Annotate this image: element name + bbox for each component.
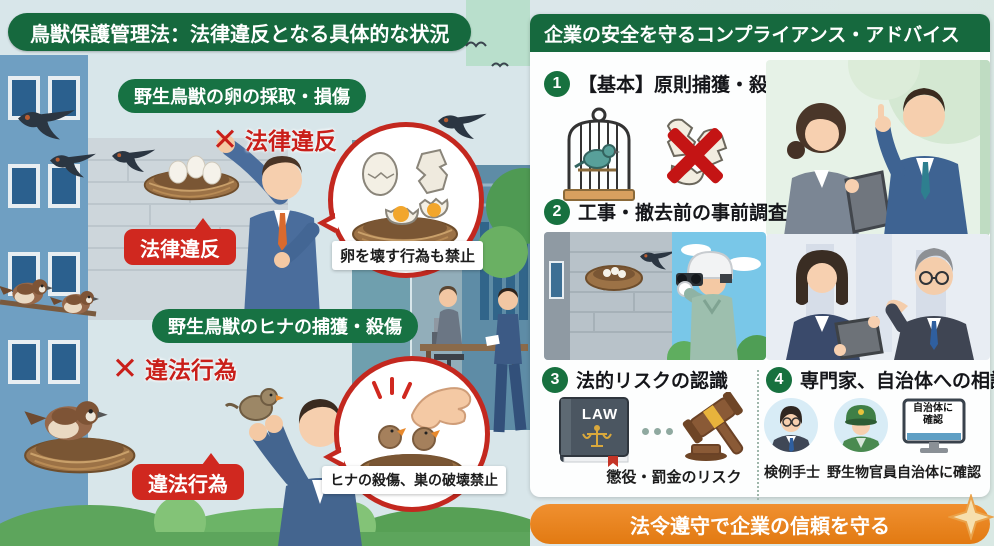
- sparrows-on-branch: [0, 279, 99, 317]
- section1-violation-row: ✕ 法律違反: [212, 122, 337, 156]
- screen-line2: 確認: [923, 415, 943, 426]
- consultant3-label: 自治体に確認: [897, 464, 981, 480]
- gavel-icon: [682, 392, 744, 461]
- man-pointing-up: [875, 88, 968, 236]
- pre-construction-survey-illustration: [544, 232, 766, 360]
- section1-callout-caption: 卵を壊す行為も禁止: [332, 241, 484, 270]
- section1-heading: 野生鳥獣の卵の採取・損傷: [118, 79, 366, 113]
- consultation-pair-illustration: [766, 234, 990, 360]
- item2-heading: 工事・撤去前の事前調査: [578, 203, 788, 224]
- consultant1-label: 検例手士: [764, 464, 820, 480]
- monitor-check-icon: 自治体に 確認: [902, 398, 966, 456]
- law-book-label: LAW: [581, 406, 619, 423]
- item3-number-badge: 3: [542, 366, 568, 393]
- section2-violation-label: 違法行為: [144, 357, 237, 383]
- item4-number-badge: 4: [766, 366, 792, 393]
- broken-eggs-prohibited-icon: [666, 118, 728, 186]
- left-panel-title: 鳥獣保護管理法：法律違反となる具体的な状況: [8, 13, 472, 51]
- wildlife-officer-avatar-icon: [834, 398, 888, 452]
- ellipsis-dots-icon: [642, 428, 673, 435]
- monitor-screen-text: 自治体に 確認: [907, 403, 959, 427]
- senior-man-gesturing: [885, 248, 974, 360]
- item4-heading-row: 4 専門家、自治体への相談: [766, 366, 994, 393]
- bottom-banner: 法令遵守で企業の信頼を守る: [530, 504, 990, 544]
- right-panel-title: 企業の安全を守るコンプライアンス・アドバイス: [530, 14, 990, 52]
- consultant2-label: 野生物官員: [827, 464, 897, 480]
- section2-violation-row: ✕ 違法行為: [112, 351, 237, 385]
- man-reaching-nest-illustration: [217, 135, 320, 316]
- man-holding-chick-illustration: [224, 388, 362, 546]
- item3-heading: 法的リスクの認識: [576, 371, 729, 392]
- section2-heading: 野生鳥獣のヒナの捕獲・殺傷: [152, 309, 418, 343]
- hand-over-chicks-icon: [358, 377, 472, 488]
- item2-number-badge: 2: [544, 198, 570, 225]
- items-divider: [757, 370, 759, 500]
- chick: [412, 427, 440, 451]
- item3-heading-row: 3 法的リスクの認識: [542, 366, 728, 393]
- law-book-icon: LAW: [556, 396, 636, 468]
- chick: [378, 425, 406, 449]
- broken-eggs-nest-icon: [352, 148, 458, 251]
- compliance-advice-card: 企業の安全を守るコンプライアンス・アドバイス 1 【基本】原則捕獲・殺傷・採取は…: [530, 14, 994, 500]
- red-x-icon: ✕: [112, 350, 138, 386]
- item3-caption: 懲役・罰金のリスク: [606, 469, 742, 486]
- item2-heading-row: 2 工事・撤去前の事前調査: [544, 198, 787, 225]
- worker-with-binoculars: [676, 250, 738, 360]
- screen-line1: 自治体に: [913, 403, 953, 414]
- section2-violation-bubble: 違法行為: [132, 453, 244, 500]
- businesspeople-discussion-illustration: [766, 60, 990, 236]
- caged-bird-icon: [563, 107, 635, 201]
- woman-with-tablet: [784, 103, 892, 236]
- wall-nest-with-eggs: [143, 155, 240, 201]
- office-scene-illustration: [420, 286, 528, 433]
- item1-number-badge: 1: [544, 70, 570, 97]
- section2-callout-caption: ヒナの殺傷、巣の破壊禁止: [322, 466, 506, 494]
- sparkle-icon: [948, 494, 994, 540]
- section1-violation-label: 法律違反: [244, 128, 337, 154]
- section1-violation-bubble: 法律違反: [124, 218, 236, 265]
- red-x-icon: ✕: [212, 121, 238, 157]
- item4-heading: 専門家、自治体への相談: [800, 371, 994, 392]
- consultant-avatar-icon: [764, 398, 818, 452]
- woman-with-tablet: [786, 250, 884, 360]
